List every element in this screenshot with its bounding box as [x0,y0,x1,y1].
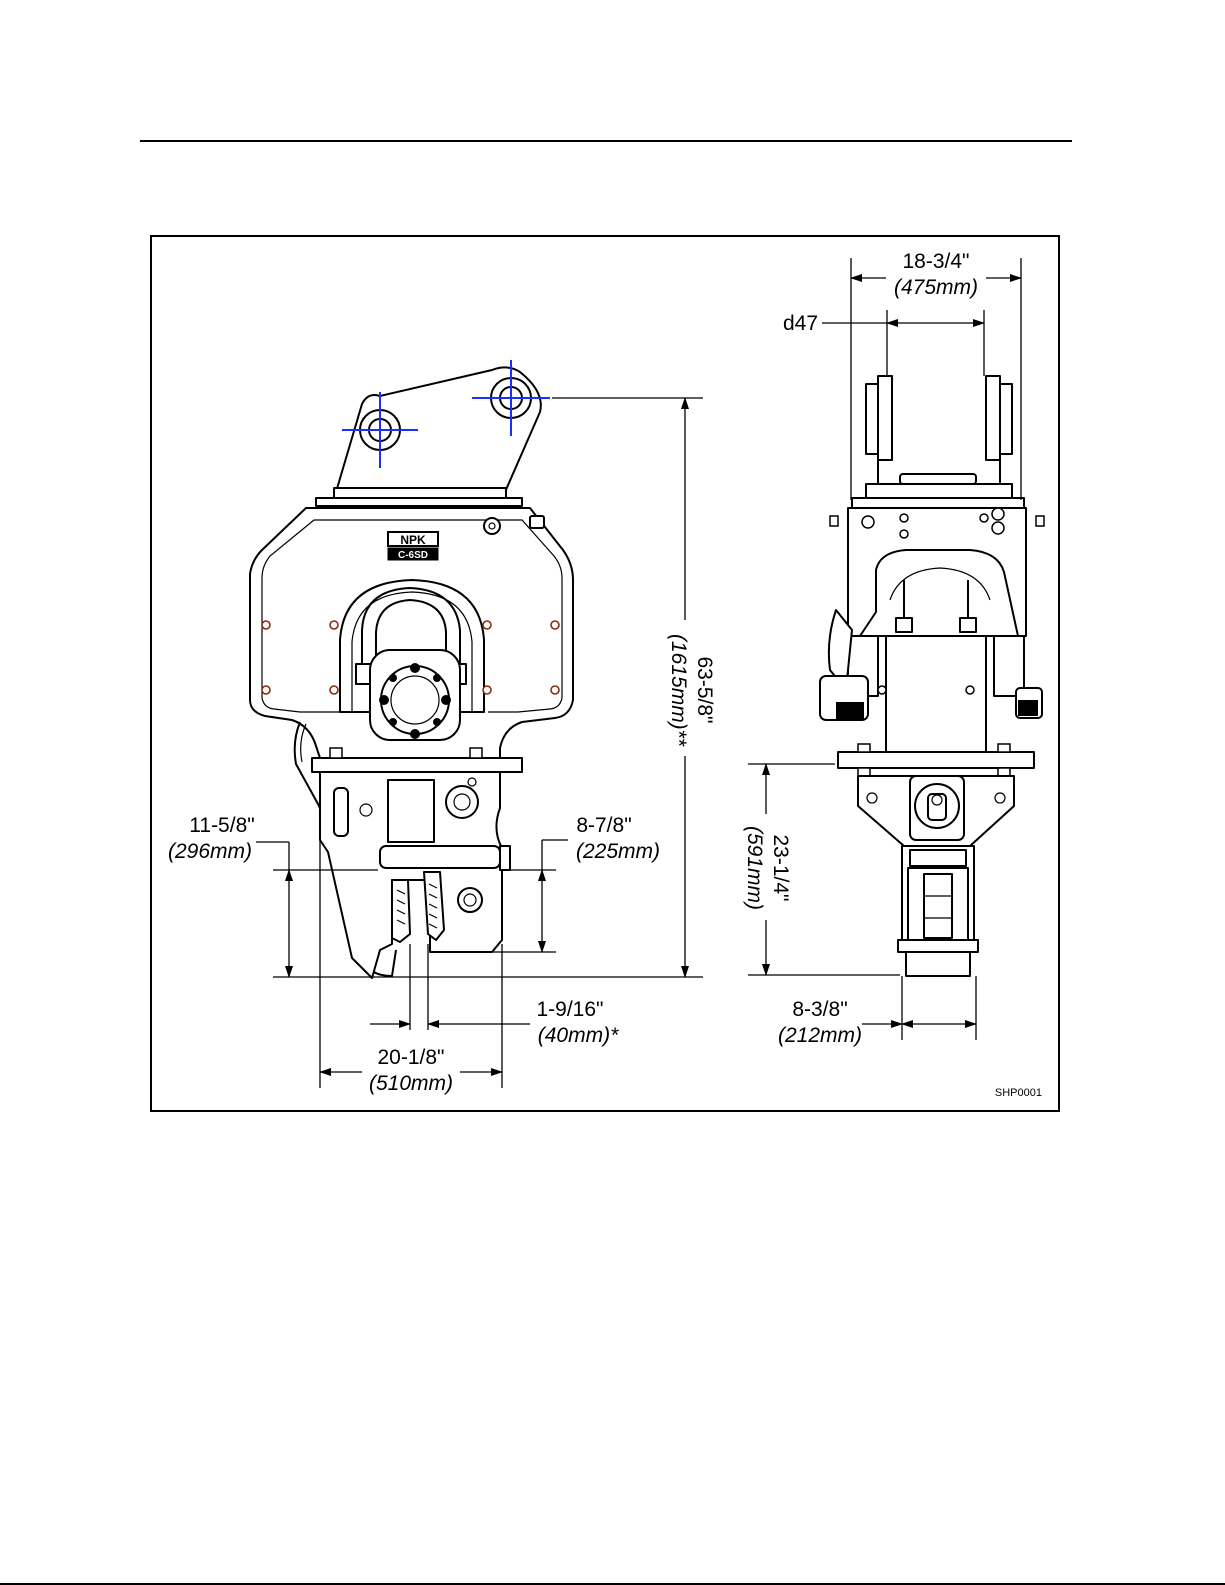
cylinder-column [388,780,434,842]
ear-left [878,376,892,460]
bracket-base-plate [334,488,506,498]
pivot-pin [446,786,478,818]
dim-jaw-opening-in: 1-9/16" [537,998,604,1021]
dim-jaw-opening-mm: (40mm)* [538,1024,619,1047]
dim-lower-height-in: 23-1/4" [769,835,792,902]
hose-fitting [484,518,500,534]
clamp-cross-bar [380,846,500,868]
base-bolt [470,748,482,758]
motor-bolt [389,718,397,726]
dim-jaw-left-height-mm: (296mm) [168,840,252,863]
dim-jaw-opening: 1-9/16" (40mm)* [370,944,619,1047]
base-bolt [330,748,342,758]
logo-plate: NPK C-6SD [388,532,438,561]
dim-jaw-width-mm: (510mm) [369,1072,453,1095]
dim-jaw-right-height: 8-7/8" (225mm) [492,814,660,952]
fixed-jaw [392,880,410,942]
dim-jaw-right-height-mm: (225mm) [576,840,660,863]
motor-bolt [389,674,397,682]
motor-bolt [433,718,441,726]
front-base-plate [312,758,522,772]
side-center-column [886,636,986,758]
dim-pin-label: d47 [783,312,818,335]
side-base-plate [838,752,1034,768]
dim-overall-height-mm: (1615mm)** [667,634,690,747]
dim-side-width-mm: (212mm) [778,1024,862,1047]
dim-jaw-left-height-in: 11-5/8" [189,814,254,837]
motor-bolt [379,695,389,705]
breather-cap [530,516,544,528]
side-jaw-tip [906,952,970,976]
front-view: NPK C-6SD [250,360,573,978]
dim-jaw-right-height-in: 8-7/8" [576,814,631,837]
frame-code: SHP0001 [995,1087,1042,1099]
logo-line-1: NPK [400,533,426,547]
dim-jaw-width-in: 20-1/8" [378,1046,445,1069]
side-cylinder [334,788,348,836]
bracket-flange [316,498,522,506]
dim-side-width: 8-3/8" (212mm) [778,998,976,1047]
ear-right [986,376,1000,460]
logo-line-2: C-6SD [398,550,428,561]
motor-bolt [441,695,451,705]
motor-bolt [410,729,420,739]
side-view [820,310,1044,1040]
dim-overall-height-in: 63-5/8" [693,657,716,724]
side-arch [860,550,1018,636]
motor-bolt [410,663,420,673]
dim-side-width-in: 8-3/8" [792,998,847,1021]
dim-top-width-in: 18-3/4" [903,250,970,273]
motor-bolt [433,674,441,682]
jaw-pivot [458,888,482,912]
side-bracket-plate [866,484,1012,498]
dim-top-width-mm: (475mm) [894,276,978,299]
dim-lower-height-mm: (591mm) [743,826,766,910]
dim-pin: d47 [783,312,984,335]
